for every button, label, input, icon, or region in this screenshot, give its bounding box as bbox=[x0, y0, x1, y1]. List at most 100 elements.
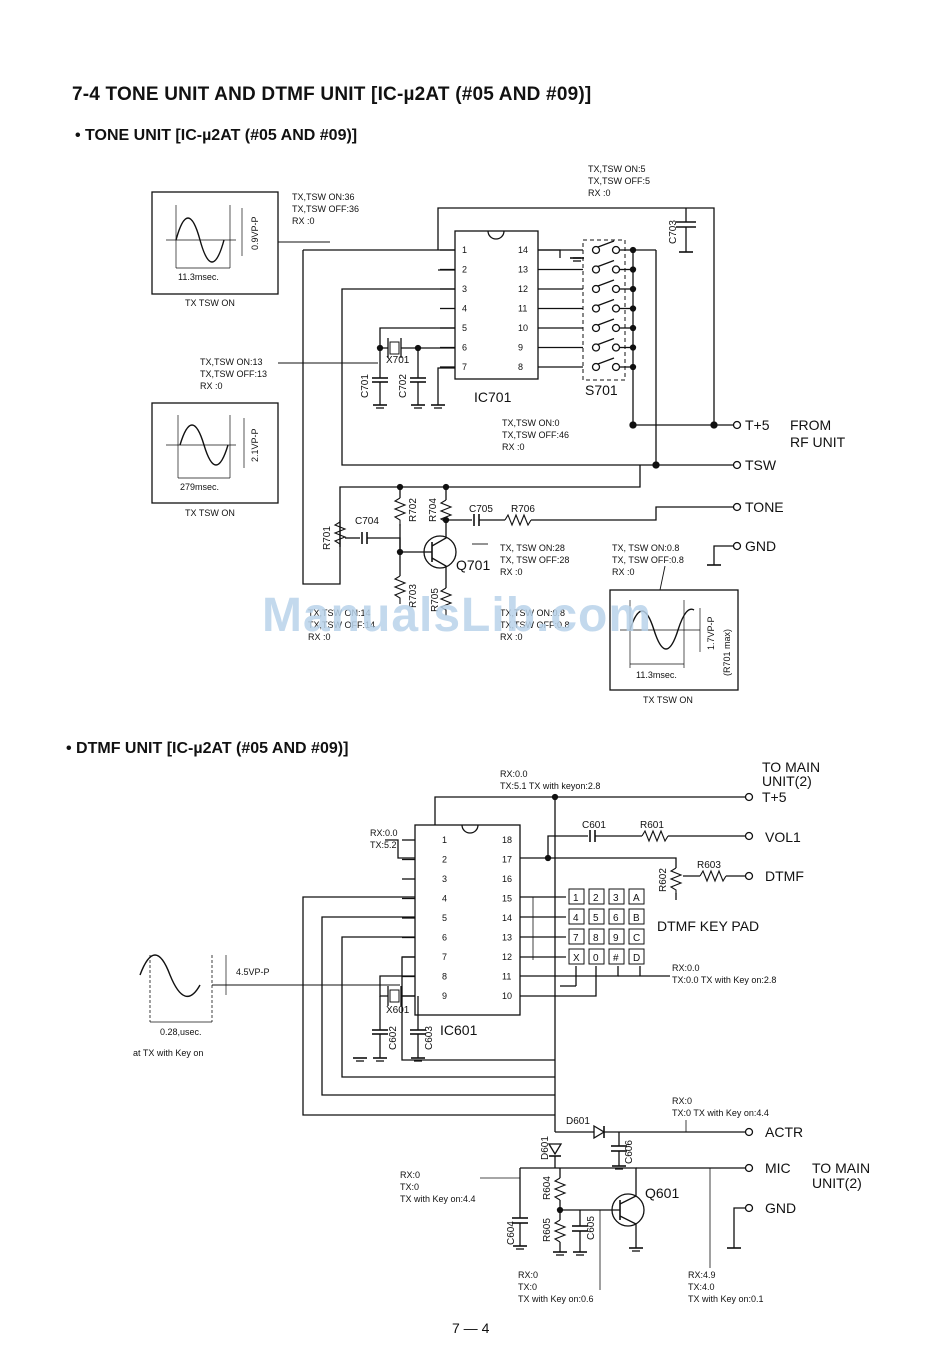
s701-contact bbox=[591, 362, 601, 372]
s701-lever bbox=[597, 298, 615, 307]
keypad-key bbox=[588, 928, 605, 945]
keypad-key bbox=[628, 908, 645, 925]
tone-voltage-tone: TX, TSW ON:0.8 bbox=[612, 543, 679, 553]
tone-voltage-top-left: RX :0 bbox=[292, 216, 315, 226]
keypad-key bbox=[628, 928, 645, 945]
dtmf-unit-heading: • DTMF UNIT [IC-µ2AT (#05 AND #09)] bbox=[66, 740, 349, 757]
r705-label: R705 bbox=[430, 588, 441, 612]
from-rf-1: FROM bbox=[790, 417, 831, 433]
tone-unit-heading: • TONE UNIT [IC-µ2AT (#05 AND #09)] bbox=[75, 127, 358, 144]
dtmf-vol-terminal: VOL1 bbox=[765, 829, 801, 845]
keypad-key bbox=[628, 888, 645, 905]
d601b-label: D601 bbox=[540, 1136, 551, 1160]
keypad-key-label: 3 bbox=[613, 893, 619, 904]
c603-label: C603 bbox=[424, 1026, 435, 1050]
c605-label: C605 bbox=[586, 1216, 597, 1240]
keypad-key-label: C bbox=[633, 933, 640, 944]
wave3-note: (R701 max) bbox=[722, 629, 732, 676]
tone-voltage-q701-collector: TX, TSW ON:28 bbox=[500, 543, 565, 553]
tone-voltage-q701-base: TX,TSW OFF:14 bbox=[308, 620, 375, 630]
dtmf-to-main-1: TO MAIN bbox=[762, 759, 820, 775]
tone-voltage-q701-emitter: TX,TSW OFF:0.8 bbox=[500, 620, 570, 630]
dtmf-voltage-q601-base: TX:0 bbox=[518, 1282, 537, 1292]
dtmf-voltage-q601-base: RX:0 bbox=[518, 1270, 538, 1280]
tone-voltage-top-right: TX,TSW OFF:5 bbox=[588, 176, 650, 186]
ic701-pin-13: 13 bbox=[518, 265, 528, 275]
tone-waveform-1: 11.3msec. 0.9VP-P TX TSW ON bbox=[151, 191, 279, 308]
keypad-key bbox=[568, 928, 585, 945]
tone-voltage-tone: TX, TSW OFF:0.8 bbox=[612, 555, 684, 565]
tone-voltage-mid-left: RX :0 bbox=[200, 381, 223, 391]
ic701-pin-7: 7 bbox=[462, 362, 467, 372]
keypad-key-label: 6 bbox=[613, 913, 619, 924]
ic601-pin-15: 15 bbox=[502, 894, 512, 904]
wave1-amp: 0.9VP-P bbox=[250, 216, 260, 250]
s701-contact bbox=[611, 284, 621, 294]
s701-lever bbox=[597, 357, 615, 365]
ic601-pin-10: 10 bbox=[502, 991, 512, 1001]
dtmf-to-main-b2: UNIT(2) bbox=[812, 1175, 862, 1191]
c705-label: C705 bbox=[469, 504, 493, 515]
c604-label: C604 bbox=[506, 1221, 517, 1245]
dtmf-actr-terminal: ACTR bbox=[765, 1124, 803, 1140]
dtmf-voltage-t5: RX:0.0 bbox=[500, 769, 528, 779]
dtmf-to-main-b1: TO MAIN bbox=[812, 1160, 870, 1176]
ic601-label: IC601 bbox=[440, 1022, 478, 1038]
c704-label: C704 bbox=[355, 516, 379, 527]
dtmf-wave-amp: 4.5VP-P bbox=[236, 967, 270, 977]
x601-label: X601 bbox=[386, 1005, 410, 1016]
ic601-pin-12: 12 bbox=[502, 952, 512, 962]
s701-contact bbox=[611, 343, 621, 352]
tone-voltage-mid: TX,TSW ON:0 bbox=[502, 418, 560, 428]
s701-contact bbox=[591, 265, 601, 274]
tone-voltage-top-left: TX,TSW OFF:36 bbox=[292, 204, 359, 214]
keypad-key bbox=[628, 948, 645, 965]
ic601-pin-4: 4 bbox=[442, 894, 447, 904]
dtmf-voltage-left: RX:0 bbox=[400, 1170, 420, 1180]
ic701-pin-6: 6 bbox=[462, 343, 467, 353]
s701-contact bbox=[611, 304, 621, 313]
ic601-pin-6: 6 bbox=[442, 933, 447, 943]
keypad-key bbox=[608, 908, 625, 925]
keypad-key-label: 7 bbox=[573, 933, 579, 944]
tone-waveform-2: 279msec. 2.1VP-P TX TSW ON bbox=[151, 402, 279, 518]
ic601-pin-2: 2 bbox=[442, 855, 447, 865]
keypad-key-label: 9 bbox=[613, 933, 619, 944]
tone-voltage-q701-collector: TX, TSW OFF:28 bbox=[500, 555, 569, 565]
keypad-key-label: X bbox=[573, 953, 580, 964]
s701-lever bbox=[597, 318, 615, 326]
page-number: 7 — 4 bbox=[452, 1320, 490, 1336]
keypad-key-label: 2 bbox=[593, 893, 599, 904]
dtmf-voltage-t5: TX:5.1 TX with keyon:2.8 bbox=[500, 781, 600, 791]
dtmf-voltage-q601-collector: TX:4.0 bbox=[688, 1282, 715, 1292]
dtmf-dtmf-terminal: DTMF bbox=[765, 868, 804, 884]
r603-label: R603 bbox=[697, 860, 721, 871]
ic601-pin-18: 18 bbox=[502, 835, 512, 845]
dtmf-waveform: 4.5VP-P 0.28,usec. at TX with Key on bbox=[133, 954, 400, 1058]
c601-label: C601 bbox=[582, 820, 606, 831]
ic601-pin-16: 16 bbox=[502, 874, 512, 884]
dtmf-voltage-q601-collector: TX with Key on:0.1 bbox=[688, 1294, 764, 1304]
q601-label: Q601 bbox=[645, 1185, 679, 1201]
wave1-period: 11.3msec. bbox=[178, 272, 219, 282]
s701-contact bbox=[611, 323, 621, 333]
dtmf-voltage-keys: TX:0.0 TX with Key on:2.8 bbox=[672, 975, 776, 985]
tone-voltage-top-left: TX,TSW ON:36 bbox=[292, 192, 355, 202]
ic601-pin-13: 13 bbox=[502, 933, 512, 943]
tone-voltage-tone: RX :0 bbox=[612, 567, 635, 577]
tone-gnd-terminal: GND bbox=[745, 538, 776, 554]
s701-contact bbox=[611, 245, 621, 255]
ic701-pin-9: 9 bbox=[518, 343, 523, 353]
r602-label: R602 bbox=[658, 868, 669, 892]
wave2-caption: TX TSW ON bbox=[185, 508, 235, 518]
dtmf-voltage-pin1: TX:5.2 bbox=[370, 840, 397, 850]
ic701-pin-14: 14 bbox=[518, 245, 528, 255]
ic601-pin-1: 1 bbox=[442, 835, 447, 845]
ic601-pin-17: 17 bbox=[502, 855, 512, 865]
dtmf-wave-caption: at TX with Key on bbox=[133, 1048, 203, 1058]
keypad-key bbox=[588, 948, 605, 965]
c703-label: C703 bbox=[668, 220, 679, 244]
keypad-key bbox=[608, 948, 625, 965]
